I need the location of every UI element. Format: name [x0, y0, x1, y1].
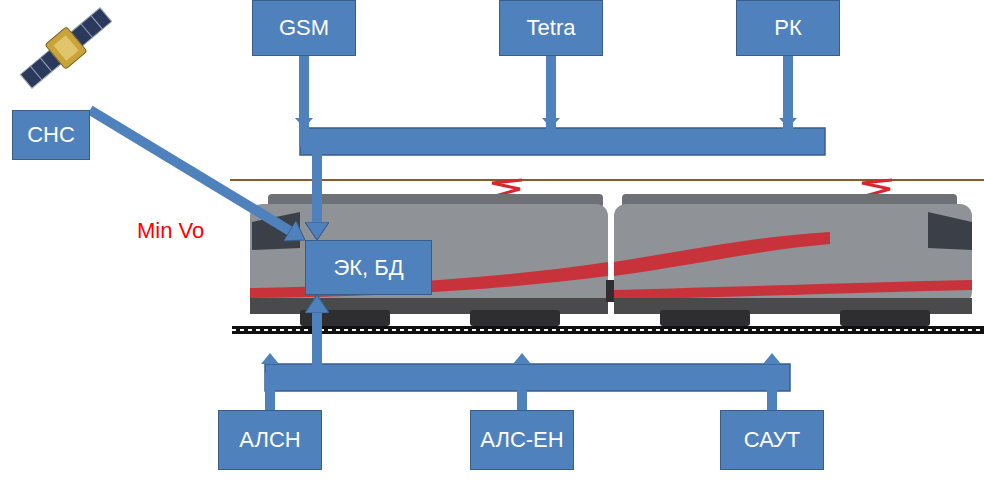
signal-arrow	[317, 56, 788, 222]
node-label: СНС	[27, 122, 75, 147]
network-box: GSM	[252, 0, 356, 56]
signalling-box: САУТ	[720, 410, 824, 470]
satellite-icon	[16, 2, 116, 93]
signal-arrow	[317, 313, 522, 410]
track-sleepers	[232, 329, 984, 331]
network-box: РК	[736, 0, 840, 56]
node-label: САУТ	[744, 427, 801, 452]
signalling-box: АЛСН	[218, 410, 322, 470]
node-label: Tetra	[527, 15, 576, 40]
node-label: GSM	[279, 15, 329, 40]
node-label: АЛСН	[239, 427, 300, 452]
signal-arrow	[90, 110, 290, 231]
onboard-unit-box: ЭК, БД	[305, 240, 432, 295]
track	[232, 326, 984, 334]
locomotive	[250, 194, 972, 326]
node-label: ЭК, БД	[333, 255, 403, 280]
node-label: РК	[774, 15, 802, 40]
satellite-system-box: СНС	[12, 110, 90, 160]
signalling-box: АЛС-ЕН	[470, 410, 574, 470]
signal-arrow	[270, 313, 317, 410]
arrow-head	[763, 353, 781, 364]
arrow-head	[261, 353, 279, 364]
network-box: Tetra	[499, 0, 603, 56]
signal-arrow	[317, 313, 772, 410]
arrow-head	[513, 353, 531, 364]
node-label: АЛС-ЕН	[480, 427, 563, 452]
annotation-label: Min Vo	[137, 218, 204, 243]
